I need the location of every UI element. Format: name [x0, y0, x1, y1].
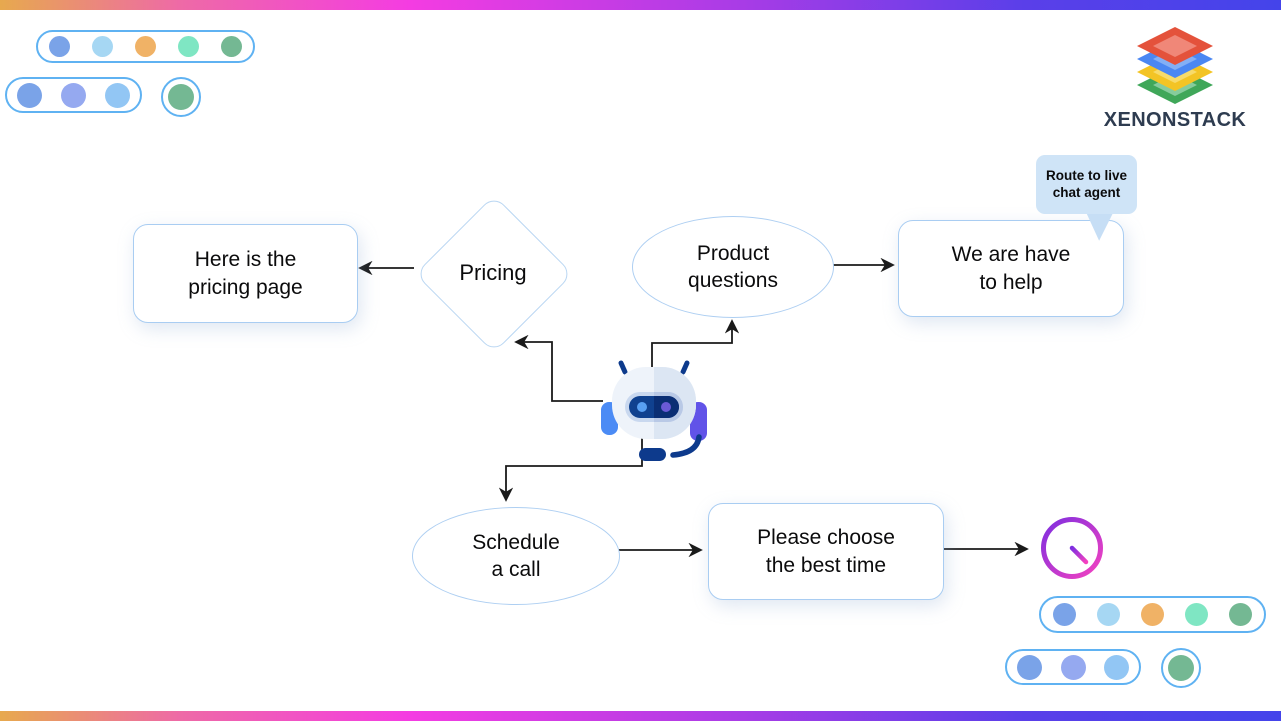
decor-dot — [17, 82, 42, 108]
chatbot-icon — [601, 360, 707, 461]
decor-dot — [1141, 603, 1164, 626]
node-label: to help — [979, 270, 1043, 294]
node-label: a call — [491, 558, 541, 581]
node-label: Here is the — [194, 248, 297, 272]
decor-pill-top-5dots — [36, 30, 255, 63]
decor-dot — [1053, 603, 1076, 626]
decor-dot — [1060, 654, 1086, 680]
node-label: the best time — [765, 553, 887, 577]
route-note-bubble: Route to live chat agent — [1036, 155, 1137, 214]
edge-bot-to-pricing — [514, 334, 603, 402]
node-product-questions: Product questions — [632, 216, 834, 318]
edge-bot-to-schedule — [498, 431, 643, 502]
bubble-label: chat agent — [1052, 184, 1121, 200]
decor-pill-bottom-3dots — [1005, 649, 1141, 685]
node-pricing-decision-label: Pricing — [418, 218, 568, 328]
bubble-label: Route to live — [1045, 168, 1127, 184]
brand-logo-icon — [1137, 27, 1213, 104]
brand-logo: XENONSTACK — [1085, 26, 1265, 132]
decor-dot — [178, 36, 199, 57]
decor-dot — [1168, 655, 1194, 681]
node-label: Schedule — [472, 530, 560, 554]
decor-dot — [135, 36, 156, 57]
node-choose-best-time: Please choose the best time — [708, 503, 944, 600]
decor-circle-top — [161, 77, 201, 117]
decor-dot — [61, 82, 86, 108]
brand-name: XENONSTACK — [1103, 109, 1247, 131]
decor-dot — [168, 84, 194, 110]
top-gradient-bar — [0, 0, 1281, 10]
node-label: questions — [688, 269, 778, 292]
node-we-are-here-to-help: We are have to help — [898, 220, 1124, 317]
decor-dot — [105, 82, 130, 108]
decor-pill-bottom-5dots — [1039, 596, 1266, 633]
decor-dot — [1229, 603, 1252, 626]
decor-dot — [1185, 603, 1208, 626]
node-label: We are have — [951, 243, 1071, 267]
node-pricing-page: Here is the pricing page — [133, 224, 358, 323]
clock-icon — [1041, 517, 1103, 579]
decor-dot — [1097, 603, 1120, 626]
node-label: Please choose — [757, 526, 895, 550]
decor-dot — [92, 36, 113, 57]
bottom-gradient-bar — [0, 711, 1281, 721]
decor-dot — [221, 36, 242, 57]
decor-dot — [1017, 654, 1042, 680]
decor-circle-bottom — [1161, 648, 1201, 688]
edge-bot-to-questions — [651, 319, 740, 368]
node-schedule-a-call: Schedule a call — [412, 507, 620, 605]
node-label: pricing page — [188, 275, 303, 299]
decor-dot — [49, 36, 70, 57]
node-label: Pricing — [459, 260, 527, 285]
decor-dot — [1104, 654, 1129, 680]
decor-pill-top-3dots — [5, 77, 142, 113]
node-label: Product — [696, 241, 770, 265]
